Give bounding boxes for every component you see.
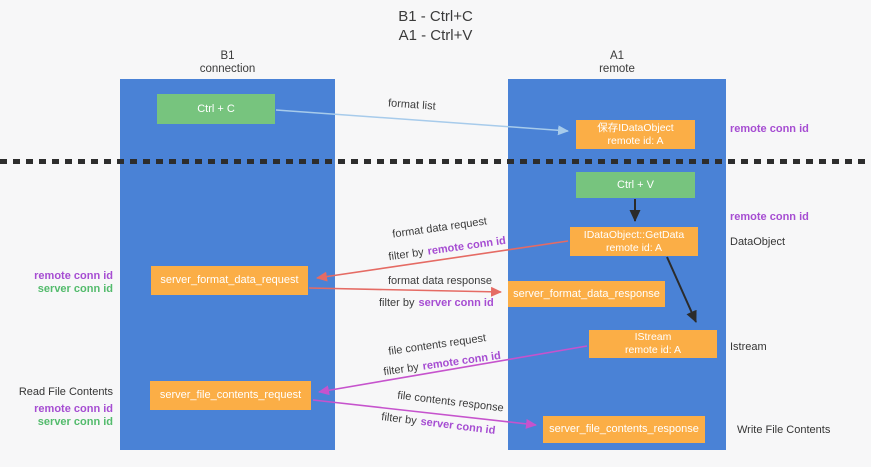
format-list-label: format list <box>387 97 437 113</box>
getdata-box: IDataObject::GetData remote id: A <box>570 227 698 256</box>
filter-by-text: filter by <box>387 246 425 264</box>
left-column-header: B1 connection <box>120 50 335 76</box>
server-format-data-request-box: server_format_data_request <box>151 266 308 295</box>
ctrl-c-label: Ctrl + C <box>197 102 235 115</box>
save-dataobject-line1: 保存IDataObject <box>597 121 674 134</box>
format-data-response-label: format data response <box>388 275 492 287</box>
remote-conn-id-text: remote conn id <box>426 234 507 258</box>
remote-conn-id-text: remote conn id <box>421 349 502 373</box>
server-file-contents-request-box: server_file_contents_request <box>150 381 311 410</box>
right-remote-conn-id-label-2: remote conn id <box>730 211 809 223</box>
server-format-data-response-label: server_format_data_response <box>513 287 660 300</box>
server-conn-id-text: server conn id <box>419 415 496 437</box>
save-dataobject-line2: remote id: A <box>607 134 664 147</box>
ctrl-v-box: Ctrl + V <box>576 172 695 198</box>
dataobject-label: DataObject <box>730 236 786 248</box>
istream-line1: IStream <box>634 331 672 343</box>
read-file-contents-label: Read File Contents <box>18 386 113 398</box>
right-column-name: A1 <box>609 50 625 62</box>
left-server-conn-id-label-2: server conn id <box>37 416 113 428</box>
filter-by-text: filter by <box>380 411 418 428</box>
server-file-contents-response-box: server_file_contents_response <box>543 416 705 443</box>
write-file-contents-label: Write File Contents <box>737 424 831 436</box>
server-conn-id-text: server conn id <box>418 297 494 309</box>
format-data-response-arrow <box>308 286 502 297</box>
server-file-contents-response-label: server_file_contents_response <box>549 423 699 435</box>
istream-line2: remote id: A <box>624 344 682 356</box>
filter-by-text: filter by <box>379 297 415 309</box>
left-server-conn-id-label-1: server conn id <box>37 283 113 295</box>
right-column-role: remote <box>599 63 635 75</box>
format-data-request-label: format data request <box>391 215 488 241</box>
diagram-title: B1 - Ctrl+C A1 - Ctrl+V <box>0 7 871 45</box>
ctrl-v-label: Ctrl + V <box>617 178 654 191</box>
getdata-line1: IDataObject::GetData <box>583 228 685 241</box>
title-line-1: B1 - Ctrl+C <box>398 8 473 25</box>
left-column-name: B1 <box>220 50 235 62</box>
istream-box: IStream remote id: A <box>589 330 717 358</box>
ctrl-c-box: Ctrl + C <box>157 94 275 124</box>
server-format-data-response-box: server_format_data_response <box>508 281 665 307</box>
server-file-contents-request-label: server_file_contents_request <box>159 389 302 401</box>
getdata-line2: remote id: A <box>605 241 663 254</box>
right-remote-conn-id-label-1: remote conn id <box>730 123 809 135</box>
file-contents-response-label: file contents response <box>396 389 505 415</box>
filter-by-text: filter by <box>382 361 420 379</box>
istream-side-label: Istream <box>730 341 767 353</box>
left-column-role: connection <box>199 63 256 75</box>
title-line-2: A1 - Ctrl+V <box>398 27 473 44</box>
save-dataobject-box: 保存IDataObject remote id: A <box>576 120 695 149</box>
right-column-header: A1 remote <box>508 50 726 76</box>
left-remote-conn-id-label-2: remote conn id <box>34 403 113 415</box>
server-format-data-request-label: server_format_data_request <box>160 274 299 286</box>
left-remote-conn-id-label-1: remote conn id <box>34 270 113 282</box>
phase-separator-dashed-line <box>0 159 871 164</box>
